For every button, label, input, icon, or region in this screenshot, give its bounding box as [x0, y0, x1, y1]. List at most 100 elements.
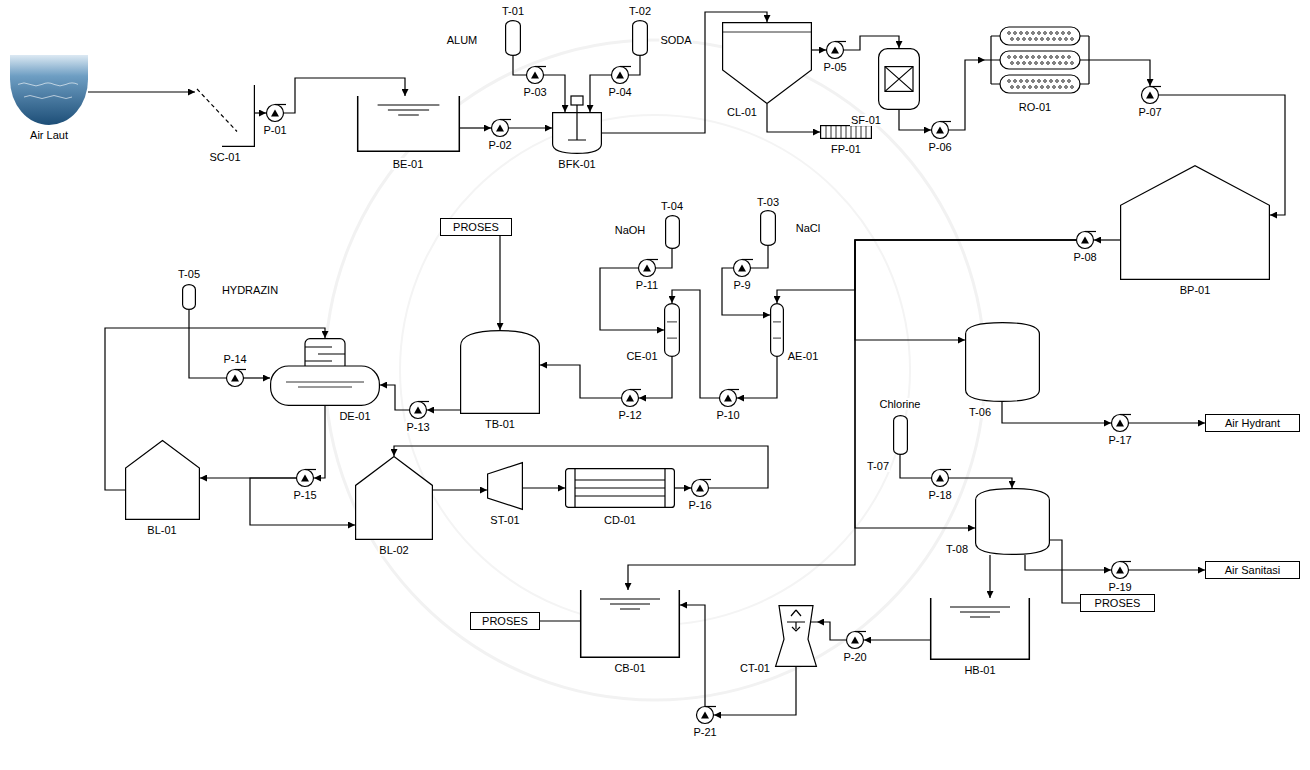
- equipment-node: T-04NaOH: [665, 215, 680, 249]
- equipment-tag: CD-01: [603, 514, 637, 526]
- equipment-tag: HB-01: [963, 664, 996, 676]
- symbol-part: [356, 457, 433, 540]
- symbol-part: [1047, 62, 1050, 65]
- equipment-tag: P-13: [405, 421, 430, 433]
- chemical-label: SODA: [659, 34, 692, 46]
- symbol-part: [1041, 38, 1044, 41]
- stream-label: PROSES: [482, 615, 528, 628]
- equipment-tag: CB-01: [613, 662, 646, 674]
- tankS-symbol: [632, 20, 648, 56]
- equipment-tag: P-20: [842, 651, 867, 663]
- equipment-tag: RO-01: [1018, 101, 1052, 113]
- symbol-part: [581, 590, 680, 657]
- equipment-node: P-16: [691, 479, 709, 497]
- pipe-line: [460, 127, 491, 128]
- symbol-part: [885, 67, 913, 92]
- pipe-line: [1002, 402, 1111, 423]
- symbol-part: [894, 416, 908, 455]
- symbol-part: [1068, 56, 1071, 59]
- pipe-line: [639, 357, 672, 398]
- symbol-part: [1071, 62, 1074, 65]
- symbol-part: [1059, 62, 1062, 65]
- symbol-part: [1026, 56, 1029, 59]
- equipment-node: CT-01: [775, 605, 817, 667]
- symbol-part: [1029, 38, 1032, 41]
- symbol-part: [1023, 86, 1026, 89]
- stream-label: PROSES: [453, 221, 499, 234]
- symbol-part: [692, 480, 709, 497]
- col-symbol: [770, 303, 784, 357]
- symbol-part: [527, 67, 544, 84]
- pump-symbol: [719, 389, 737, 407]
- pipe-line: [629, 56, 640, 75]
- pipe-line: [1094, 239, 1120, 240]
- equipment-tag: TB-01: [484, 418, 516, 430]
- symbol-part: [183, 285, 196, 310]
- pipe-line: [949, 60, 985, 130]
- symbol-part: [742, 259, 753, 260]
- house-symbol: [355, 456, 433, 540]
- symbol-part: [496, 125, 504, 132]
- symbol-part: [535, 66, 546, 67]
- stream-box: PROSES: [1080, 594, 1155, 612]
- equipment-node: BFK-01: [552, 112, 602, 154]
- equipment-tag: T-06: [968, 406, 992, 418]
- symbol-part: [410, 402, 427, 419]
- symbol-part: [701, 712, 709, 719]
- equipment-tag: SF-01: [850, 114, 882, 126]
- symbol-part: [936, 475, 944, 482]
- symbol-part: [571, 96, 583, 105]
- watermark-ring: [325, 40, 985, 700]
- pump-symbol: [931, 469, 949, 487]
- symbol-part: [1017, 86, 1020, 89]
- equipment-tag: P-01: [262, 124, 287, 136]
- equipment-tag: P-11: [635, 279, 659, 291]
- symbol-part: [626, 395, 634, 402]
- tankS-symbol: [182, 284, 196, 310]
- symbol-part: [275, 104, 286, 105]
- symbol-part: [1121, 166, 1270, 280]
- symbol-part: [267, 105, 284, 122]
- symbol-part: [1150, 86, 1161, 87]
- pipe-line: [989, 555, 990, 598]
- symbol-part: [1014, 80, 1017, 83]
- symbol-part: [966, 323, 1040, 402]
- symbol-part: [720, 390, 737, 407]
- pipe-line: [900, 455, 931, 478]
- symbol-part: [1050, 80, 1053, 83]
- symbol-part: [1059, 86, 1062, 89]
- symbol-part: [936, 127, 944, 134]
- sea-symbol: [10, 55, 88, 125]
- symbol-part: [1008, 56, 1011, 59]
- pump-symbol: [409, 401, 427, 419]
- symbol-part: [847, 632, 864, 649]
- symbol-part: [488, 463, 523, 510]
- equipment-node: P-13: [409, 401, 427, 419]
- symbol-part: [271, 366, 380, 405]
- ct-symbol: [775, 605, 817, 667]
- symbol-part: [357, 96, 460, 152]
- pump-symbol: [1076, 231, 1094, 249]
- equipment-node: T-01ALUM: [505, 20, 521, 56]
- symbol-part: [1116, 420, 1124, 427]
- pump-symbol: [638, 259, 656, 277]
- symbol-part: [1011, 62, 1014, 65]
- symbol-part: [305, 347, 345, 361]
- equipment-tag: BL-01: [146, 524, 177, 536]
- pump-symbol: [826, 41, 844, 59]
- chemical-label: Chlorine: [879, 398, 922, 410]
- pipe-line: [189, 310, 226, 378]
- equipment-tag: BFK-01: [557, 158, 596, 170]
- equipment-node: P-20: [846, 631, 864, 649]
- symbol-part: [761, 211, 776, 246]
- equipment-node: T-02SODA: [632, 20, 648, 56]
- equipment-tag: CE-01: [625, 350, 658, 362]
- equipment-node: CB-01: [580, 590, 680, 658]
- symbol-part: [1112, 415, 1129, 432]
- symbol-part: [616, 72, 624, 79]
- symbol-part: [728, 389, 739, 390]
- symbol-part: [1062, 80, 1065, 83]
- symbol-part: [827, 42, 844, 59]
- equipment-node: P-06: [931, 121, 949, 139]
